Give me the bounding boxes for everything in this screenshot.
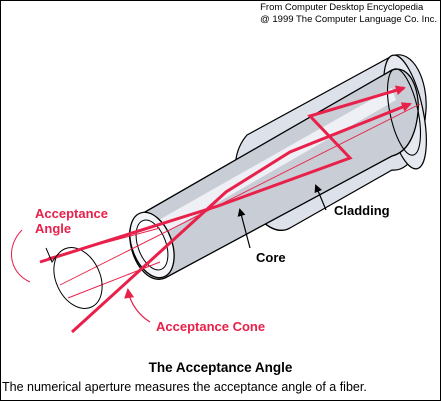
acceptance-angle-marker	[11, 229, 59, 283]
cladding-label: Cladding	[334, 203, 390, 218]
acceptance-cone-label: Acceptance Cone	[156, 319, 265, 334]
credit-line-1: From Computer Desktop Encyclopedia	[260, 2, 424, 13]
light-ray-lower	[70, 102, 412, 334]
core-label: Core	[256, 250, 286, 265]
caption-title: The Acceptance Angle	[148, 360, 293, 375]
credit-text: From Computer Desktop Encyclopedia @ 199…	[260, 2, 437, 26]
credit-line-2: @ 1999 The Computer Language Co. Inc.	[260, 14, 437, 25]
light-ray-upper	[39, 85, 406, 264]
fiber-diagram: Acceptance Angle Cladding Core Acceptanc…	[11, 54, 427, 334]
cone-leader	[124, 288, 151, 323]
caption-text: The numerical aperture measures the acce…	[2, 380, 367, 394]
acceptance-angle-label-2: Angle	[35, 221, 71, 236]
core-leader	[237, 208, 251, 249]
fiber-axis-line	[59, 103, 421, 286]
acceptance-angle-label-1: Acceptance	[35, 206, 108, 221]
cladding-leader	[314, 184, 327, 211]
